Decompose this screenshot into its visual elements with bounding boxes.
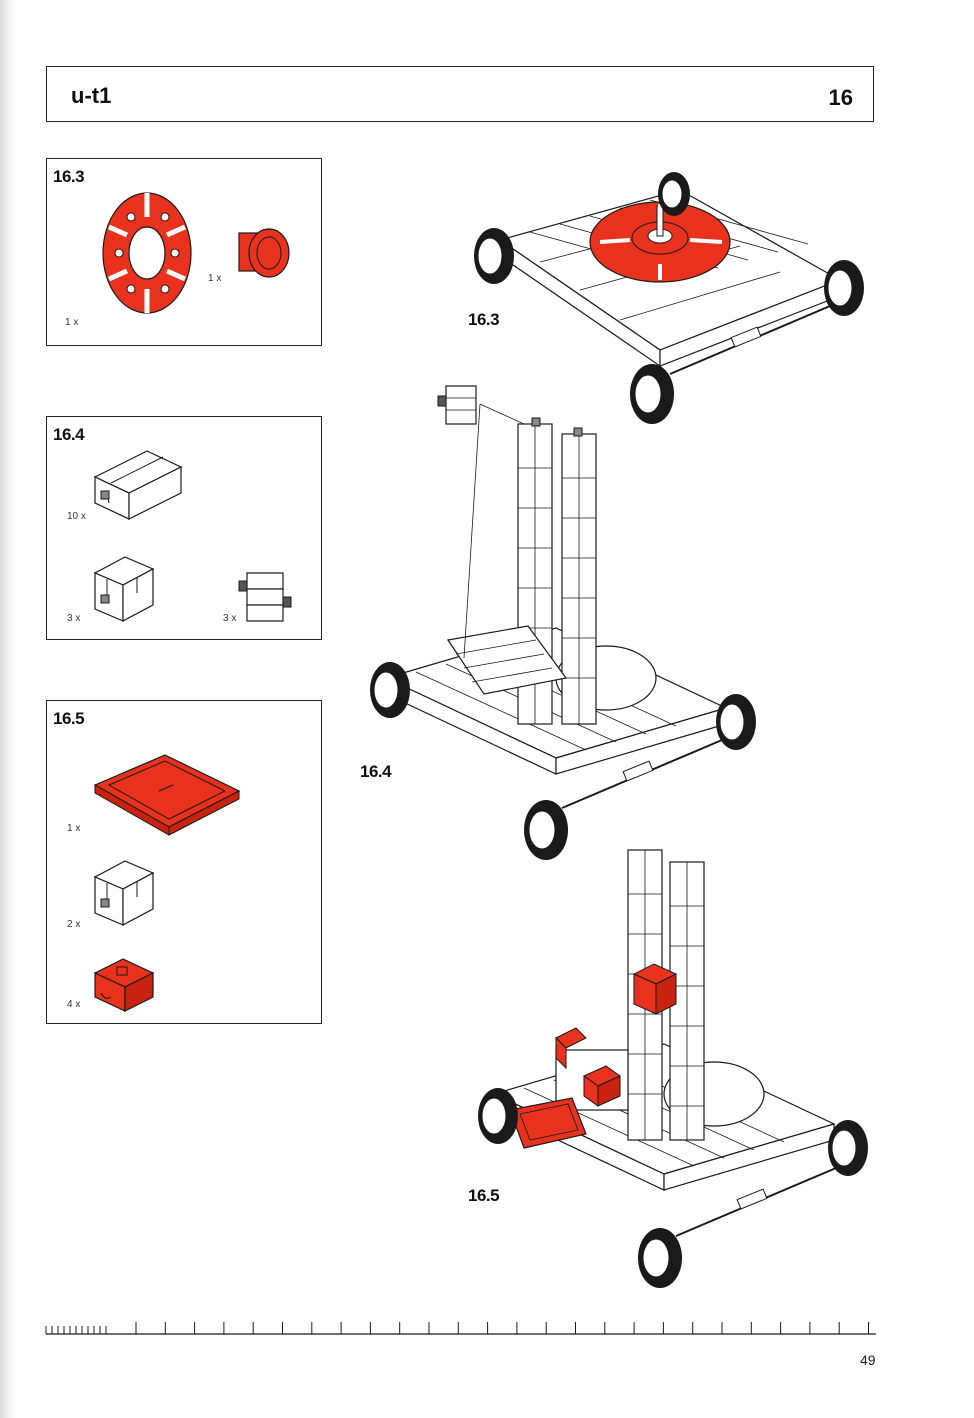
red-block-on-tower bbox=[632, 963, 678, 1015]
red-hub-icon bbox=[238, 228, 290, 278]
step-label-16-5: 16.5 bbox=[468, 1186, 500, 1205]
assembly-illustration-16-3 bbox=[474, 172, 864, 424]
assembly-illustration-16-5 bbox=[478, 849, 868, 1288]
white-block-15-icon bbox=[93, 860, 155, 926]
chapter-number: 16 bbox=[828, 85, 853, 110]
white-block-with-bolt-icon bbox=[238, 572, 292, 622]
qty-label: 3 x bbox=[223, 613, 237, 624]
qty-label: 1 x bbox=[67, 823, 81, 834]
step-label-16-3: 16.3 bbox=[468, 310, 500, 329]
parts-list-title: 16.3 bbox=[53, 167, 85, 186]
white-block-30-icon bbox=[93, 450, 183, 520]
red-angle-blocks bbox=[555, 1027, 621, 1107]
assembly-illustration-16-4 bbox=[370, 385, 756, 860]
qty-label: 3 x bbox=[67, 613, 81, 624]
parts-list-title: 16.4 bbox=[53, 425, 85, 444]
page-binding-shadow bbox=[0, 0, 16, 1418]
qty-label: 1 x bbox=[65, 317, 79, 328]
measuring-ruler bbox=[45, 1322, 876, 1335]
white-block-15-icon bbox=[93, 556, 155, 622]
wheel-icon bbox=[474, 228, 514, 284]
red-base-plate-attached bbox=[509, 1097, 587, 1149]
parts-list-16-5: 16.5 1 x 2 x 4 x bbox=[46, 700, 322, 1024]
parts-list-16-4: 16.4 10 x 3 x 3 x bbox=[46, 416, 322, 640]
step-label-16-4: 16.4 bbox=[360, 762, 392, 781]
red-base-plate-icon bbox=[93, 754, 241, 836]
page-header: u-t1 16 bbox=[46, 66, 874, 122]
red-turntable-disc-icon bbox=[102, 192, 192, 314]
parts-list-title: 16.5 bbox=[53, 709, 85, 728]
page-number: 49 bbox=[860, 1352, 876, 1368]
qty-label: 1 x bbox=[208, 273, 222, 284]
qty-label: 10 x bbox=[67, 511, 86, 522]
qty-label: 2 x bbox=[67, 919, 81, 930]
model-code: u-t1 bbox=[71, 83, 112, 108]
parts-list-16-3: 16.3 1 x 1 x bbox=[46, 158, 322, 346]
qty-label: 4 x bbox=[67, 999, 81, 1010]
red-angle-block-icon bbox=[93, 958, 155, 1012]
